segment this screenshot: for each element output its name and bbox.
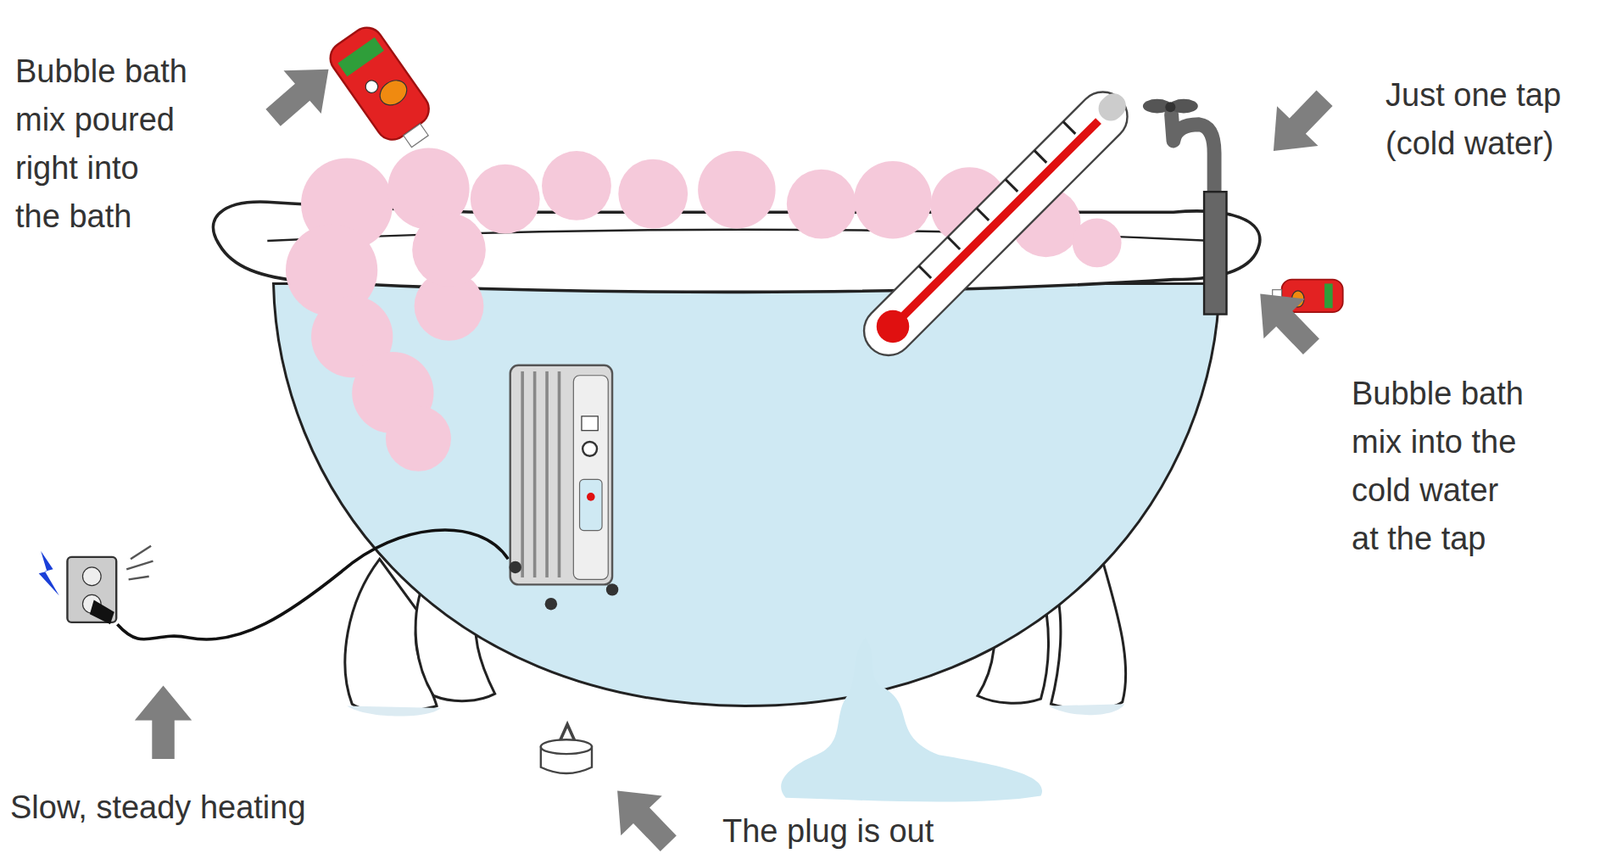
tap-spout xyxy=(1171,114,1216,195)
power-plug xyxy=(89,599,115,625)
foam-bubble xyxy=(385,406,452,472)
heater-light xyxy=(586,492,596,502)
thermometer xyxy=(853,79,1140,366)
thermometer-mercury xyxy=(890,117,1102,329)
heater-wheel xyxy=(606,583,619,596)
callout-label: Just one tap (cold water) xyxy=(1385,71,1589,168)
cold-tap xyxy=(1142,99,1227,315)
foam-bubble xyxy=(470,164,541,235)
water-puddle xyxy=(780,637,1043,803)
heater-cord xyxy=(117,529,508,640)
bottle-eye xyxy=(362,78,380,95)
callout-arrows xyxy=(134,47,1345,859)
tap-hub xyxy=(1165,101,1176,112)
plug-top xyxy=(540,739,592,754)
thermometer-ticks xyxy=(919,121,1076,279)
callout-arrow xyxy=(134,685,192,759)
bottle-label xyxy=(337,37,384,77)
callout-label: Slow, steady heating xyxy=(10,783,307,832)
callout-arrow xyxy=(1253,78,1346,171)
bottle-cap xyxy=(403,123,429,148)
callout-label: The plug is out xyxy=(722,807,934,856)
thermometer-tip xyxy=(1093,88,1132,126)
bottle-label xyxy=(1324,283,1333,308)
heater-fins xyxy=(522,371,559,578)
heater-indicator-panel xyxy=(579,479,603,530)
fin xyxy=(520,371,525,578)
heater-body xyxy=(510,365,613,586)
heater-switch xyxy=(581,416,598,431)
tap-pipe xyxy=(1204,191,1227,314)
callout-arrow xyxy=(596,770,690,859)
foam-bubble xyxy=(786,169,857,240)
spark xyxy=(39,551,60,597)
foot-shadow xyxy=(1048,703,1125,715)
foot-shadow xyxy=(346,706,441,717)
wall-outlet xyxy=(39,546,154,625)
foam-bubble xyxy=(618,159,688,229)
outlet-socket xyxy=(82,567,101,586)
heater-dial xyxy=(582,441,597,457)
heater-wheel xyxy=(509,561,522,574)
foam-bubble xyxy=(412,212,486,287)
heater-panel xyxy=(573,375,608,580)
bottle-face xyxy=(375,75,413,111)
thermometer-tube xyxy=(853,82,1138,366)
callout-label: Bubble bath mix into the cold water at t… xyxy=(1351,369,1532,564)
tick xyxy=(1063,121,1076,134)
bubble-bath-bottle xyxy=(323,21,444,158)
heater-wheel xyxy=(545,597,558,610)
thermometer-bulb xyxy=(869,303,916,350)
callout-arrow xyxy=(1239,273,1333,367)
tick xyxy=(919,266,932,279)
tick xyxy=(976,207,989,220)
callout-arrow xyxy=(254,47,348,140)
foam-bubble xyxy=(541,150,612,221)
spark xyxy=(126,546,153,580)
foam-bubble xyxy=(853,161,932,239)
fin xyxy=(533,371,537,578)
foam-bubble xyxy=(1072,217,1122,268)
callout-label: Bubble bath mix poured right into the ba… xyxy=(15,47,190,241)
foam-bubble xyxy=(697,150,775,229)
fin xyxy=(557,371,562,578)
bath-plug xyxy=(540,724,592,774)
tick xyxy=(1034,150,1047,162)
fin xyxy=(545,371,549,578)
bath-bowl xyxy=(273,283,1221,706)
tick xyxy=(1005,178,1018,191)
tick xyxy=(947,236,960,249)
oil-heater xyxy=(509,365,619,611)
